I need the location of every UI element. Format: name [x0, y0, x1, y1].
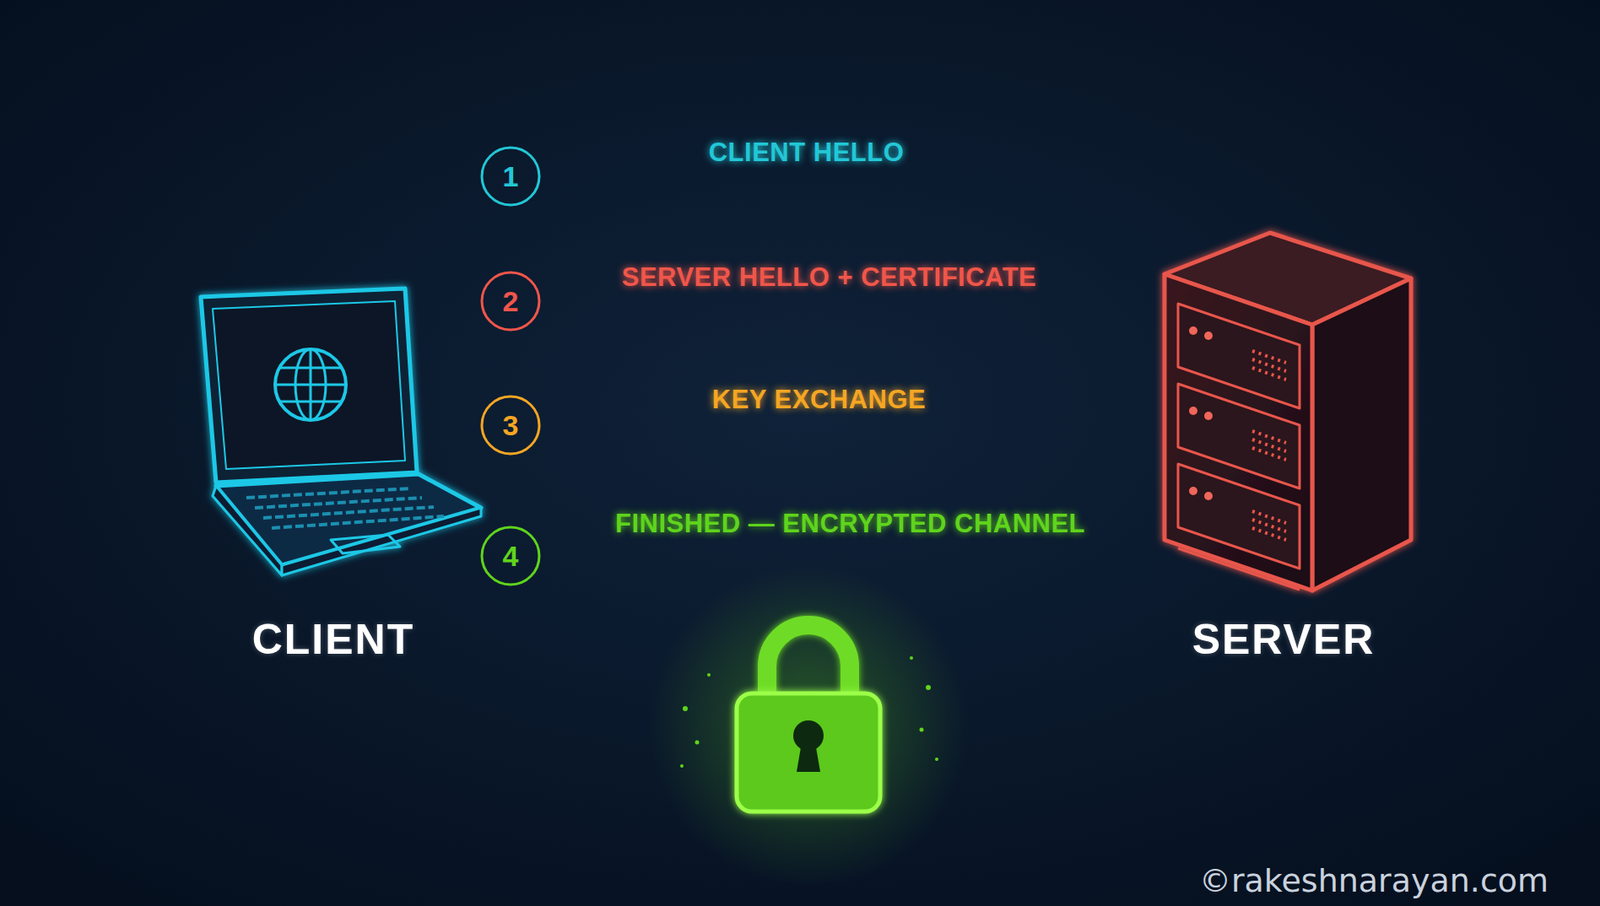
vent-row [1252, 448, 1287, 460]
server-illustration [1164, 232, 1411, 591]
message-arrow [556, 432, 1103, 436]
lock-body [736, 693, 881, 812]
rack-units [1178, 303, 1300, 569]
status-light [1204, 331, 1213, 341]
status-light [1189, 326, 1198, 336]
vent-row [1252, 359, 1287, 372]
sparkle [909, 656, 914, 660]
message-arrow [556, 183, 1103, 188]
sparkle [925, 685, 931, 691]
laptop-illustration [200, 288, 482, 576]
vent-row [1252, 511, 1287, 524]
lock-glow [648, 565, 969, 887]
laptop-screen [212, 301, 406, 470]
vent-row [1252, 439, 1287, 452]
step-circle [481, 272, 540, 330]
message-label: CLIENT HELLO [708, 137, 905, 168]
callout-number: 1 [502, 160, 519, 194]
callout-number: 4 [502, 540, 519, 573]
step-circle [481, 396, 540, 455]
callout-number: 2 [502, 285, 519, 319]
step-circles [481, 147, 540, 585]
padlock-icon [648, 565, 969, 887]
endpoint-node: SERVER [1102, 160, 1457, 684]
message-label: FINISHED — ENCRYPTED CHANNEL [615, 508, 1086, 540]
step-circle [481, 527, 540, 585]
server-side [1312, 278, 1411, 591]
sparkle [707, 673, 711, 677]
keyhole-slot [796, 742, 821, 773]
key-row [263, 507, 434, 519]
step-circle [481, 147, 540, 206]
globe-icon [275, 349, 346, 421]
server-base-line [1178, 548, 1300, 590]
message-arrow [556, 309, 1103, 314]
callout-number: 3 [502, 409, 519, 443]
sparkle [682, 706, 688, 712]
sparkle [919, 728, 925, 733]
rack-unit [1178, 464, 1300, 569]
key-row [271, 516, 444, 529]
vent-row [1252, 367, 1287, 380]
vents [1252, 351, 1287, 541]
server-front [1164, 274, 1313, 591]
sparkle [680, 764, 684, 768]
status-lights [1189, 326, 1213, 501]
message-label: SERVER HELLO + CERTIFICATE [621, 262, 1038, 293]
vent-row [1252, 519, 1287, 532]
vent-row [1252, 528, 1287, 541]
lock-shackle [767, 625, 850, 701]
message-label: KEY EXCHANGE [712, 384, 927, 416]
key-row [246, 488, 411, 498]
laptop-screen-frame [200, 288, 417, 483]
node-title: SERVER [1102, 614, 1465, 665]
endpoint-node: CLIENT [168, 160, 557, 684]
vent-row [1252, 431, 1287, 444]
globe-axis [309, 349, 313, 421]
message-arrow [556, 559, 1103, 563]
status-light [1204, 411, 1213, 421]
sparkle [695, 740, 700, 746]
vent-row [1252, 351, 1287, 363]
key-row [254, 497, 422, 509]
trackpad [330, 535, 400, 554]
node-title: CLIENT [168, 614, 498, 665]
watermark: ©rakeshnarayan.com [1199, 862, 1549, 900]
laptop-base-edge [281, 508, 482, 576]
status-light [1189, 486, 1198, 496]
keyboard [246, 488, 444, 529]
sparkle [935, 757, 939, 762]
status-light [1189, 406, 1198, 416]
status-light [1204, 491, 1213, 501]
